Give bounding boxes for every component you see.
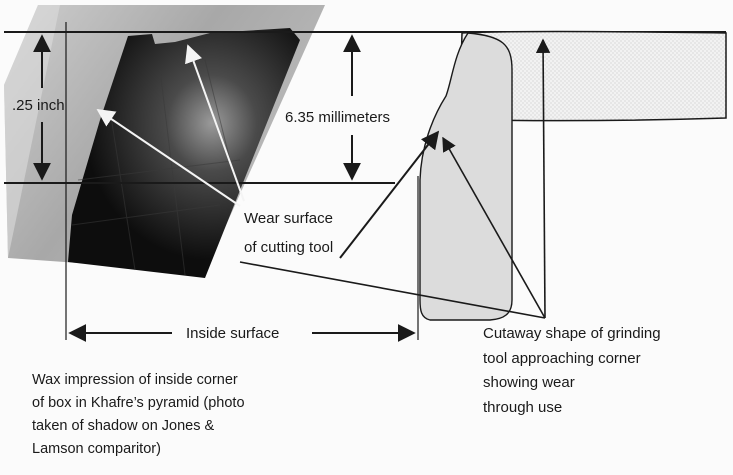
cutaway-arrow-1 (535, 38, 551, 319)
wear-label-line2: of cutting tool (244, 239, 333, 256)
photo-caption: Wax impression of inside corner of box i… (32, 372, 245, 457)
wear-arrow-2 (185, 44, 245, 202)
wear-arrow-1 (96, 108, 241, 207)
cutaway-leader-line (239, 261, 546, 319)
inch-label: .25 inch (12, 97, 65, 114)
cutaway-pointer-arrows (239, 38, 551, 319)
cutaway-arrow-2 (442, 136, 546, 319)
cutaway-caption: Cutaway shape of grinding tool approachi… (483, 325, 661, 416)
cutaway-line: showing wear (483, 374, 575, 391)
cutaway-line: tool approaching corner (483, 350, 641, 367)
mm-label: 6.35 millimeters (285, 109, 390, 126)
wear-arrow-3 (339, 130, 440, 259)
inside-surface-label: Inside surface (186, 325, 279, 342)
grinding-tool-cutaway (419, 30, 727, 321)
cutaway-line: through use (483, 399, 562, 416)
caption-line: Wax impression of inside corner (32, 372, 238, 388)
cutaway-line: Cutaway shape of grinding (483, 325, 661, 342)
caption-line: Lamson comparitor) (32, 441, 161, 457)
caption-line: of box in Khafre’s pyramid (photo (32, 395, 245, 411)
caption-line: taken of shadow on Jones & (32, 418, 215, 434)
dimension-arrows (33, 34, 416, 342)
wear-label-line1: Wear surface (244, 210, 333, 227)
wear-pointer-arrows (96, 44, 440, 259)
wax-impression-photo (4, 5, 325, 278)
